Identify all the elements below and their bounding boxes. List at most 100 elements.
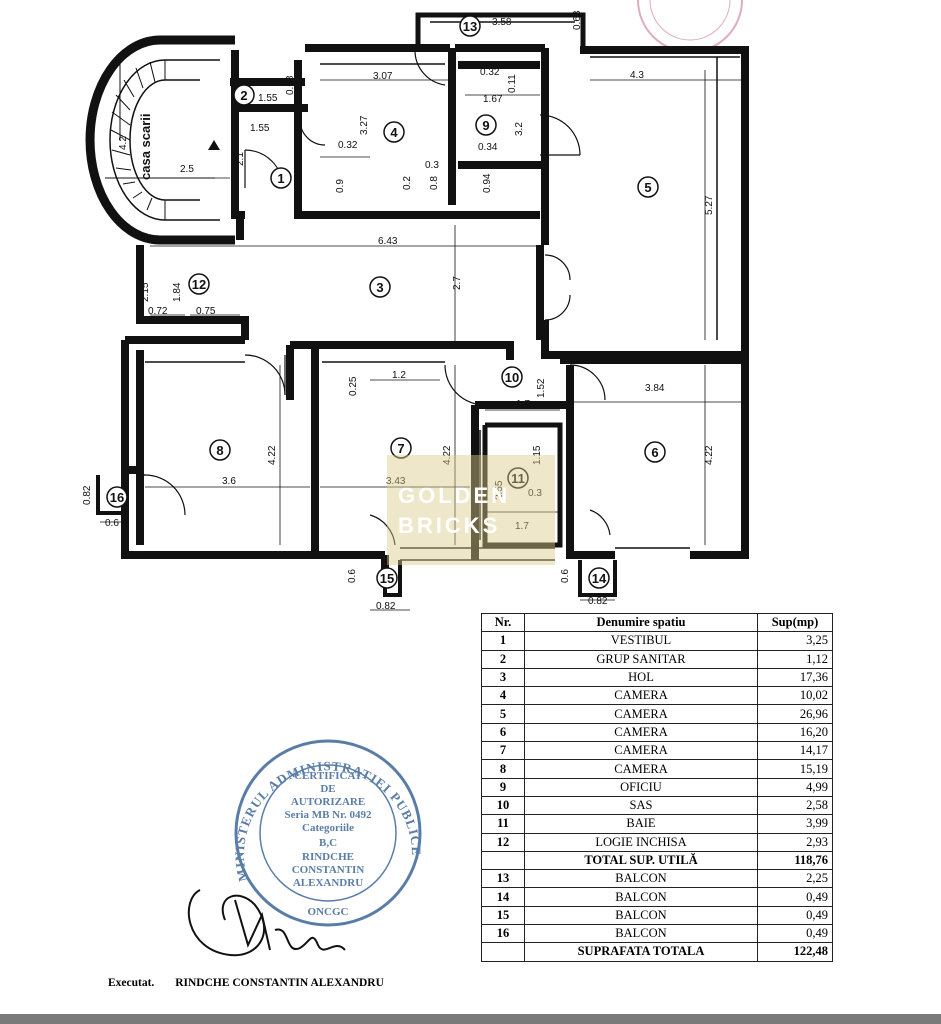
dim-label: 0.3	[528, 488, 542, 499]
dim-label: 0.8	[429, 176, 440, 190]
executed-by: Executat. RINDCHE CONSTANTIN ALEXANDRU	[108, 977, 402, 989]
dim-label: 0.25	[348, 376, 359, 396]
cell-name: TOTAL SUP. UTILĂ	[524, 850, 758, 871]
cell-name: BAIE	[524, 814, 758, 834]
dim-label: 1.84	[172, 282, 183, 302]
watermark-line-2: BRICKS	[398, 513, 500, 538]
cell-name: LOGIE INCHISA	[524, 832, 758, 852]
room-number: 8	[216, 443, 223, 458]
cell-name: CAMERA	[524, 759, 758, 779]
dim-label: 1.2	[392, 370, 406, 381]
dimension-labels: 3.58 0.63 1.55 0.68 3.07 0.32 0.11 4.3 1…	[82, 10, 715, 612]
dim-label: 2.55	[494, 480, 505, 500]
cell-name: GRUP SANITAR	[524, 649, 758, 669]
dim-label: 0.82	[82, 485, 93, 505]
room-number: 7	[397, 441, 404, 456]
cell-name: SUPRAFATA TOTALA	[524, 942, 758, 962]
dim-label: 4.3	[630, 70, 644, 81]
cell-nr: 8	[481, 759, 525, 779]
cell-nr: 3	[481, 667, 525, 688]
dim-label: 1.7	[515, 521, 529, 532]
cell-sup: 0,49	[757, 924, 833, 944]
cell-sup: 17,36	[757, 667, 833, 688]
dim-label: 0.75	[196, 306, 216, 317]
cell-nr: 12	[481, 832, 525, 852]
stamp-bottom-text: ONCGC	[308, 906, 349, 918]
dim-label: 4.22	[704, 445, 715, 465]
cell-nr: 16	[481, 924, 525, 944]
dim-label: 0.32	[338, 140, 358, 151]
cell-name: BALCON	[524, 924, 758, 944]
cell-sup: 1,12	[757, 649, 833, 669]
executed-name: RINDCHE CONSTANTIN ALEXANDRU	[175, 977, 384, 989]
room-number-labels: 1 2 3 4 5 6 7 8 9 10 11 12 13 14 15 16	[110, 19, 659, 586]
cell-sup: 2,93	[757, 832, 833, 852]
header-name: Denumire spatiu	[524, 612, 758, 633]
stamp-line: B,C	[319, 837, 337, 849]
stamp-line: RINDCHE	[302, 851, 354, 863]
dim-label: 3.58	[492, 17, 512, 28]
dim-label: 3.6	[222, 476, 236, 487]
cell-sup: 14,17	[757, 741, 833, 761]
cell-name: BALCON	[524, 869, 758, 889]
cell-nr	[481, 942, 525, 962]
room-number: 14	[592, 571, 607, 586]
cell-sup: 122,48	[757, 942, 833, 962]
room-number: 16	[110, 490, 124, 505]
dim-label: 0.9	[335, 179, 346, 193]
cell-nr: 10	[481, 795, 525, 816]
room-number: 2	[240, 88, 247, 103]
executed-label: Executat.	[108, 977, 155, 989]
stair-label: casa scarii	[138, 113, 153, 180]
dim-label: 1.52	[536, 378, 547, 398]
cell-nr: 9	[481, 777, 525, 797]
room-number: 13	[463, 19, 477, 34]
room-number: 11	[511, 471, 525, 486]
stamp-line: Seria MB Nr. 0492	[285, 809, 372, 821]
dim-label: 0.3	[425, 160, 439, 171]
room-number: 9	[482, 118, 489, 133]
corner-stamp-logo	[637, 0, 743, 53]
dim-label: 1.7	[516, 399, 530, 410]
stamp-line: ALEXANDRU	[293, 877, 363, 889]
authorization-stamp: MINISTERUL ADMINISTRATIEI PUBLICE CERTIF…	[232, 739, 423, 927]
room-number: 5	[644, 180, 651, 195]
cell-name: OFICIU	[524, 777, 758, 797]
cell-sup: 2,25	[757, 869, 833, 889]
dim-label: 3.84	[645, 383, 665, 394]
cell-name: CAMERA	[524, 741, 758, 761]
cell-sup: 16,20	[757, 722, 833, 743]
header-nr: Nr.	[481, 612, 525, 633]
cell-name: VESTIBUL	[524, 631, 758, 651]
room-number: 15	[380, 571, 394, 586]
cell-name: CAMERA	[524, 686, 758, 706]
dim-label: 1.15	[532, 445, 543, 465]
cell-name: SAS	[524, 795, 758, 816]
cell-nr: 14	[481, 887, 525, 907]
cell-sup: 0,49	[757, 887, 833, 907]
dim-label: 3.07	[373, 71, 393, 82]
dim-label: 1.67	[483, 94, 503, 105]
cell-nr: 6	[481, 722, 525, 743]
room-number: 4	[390, 125, 398, 140]
dim-label: 6.43	[378, 236, 398, 247]
stamp-line: CONSTANTIN	[292, 864, 365, 876]
dim-label: 2.1	[235, 152, 246, 166]
cell-name: BALCON	[524, 887, 758, 907]
cell-name: CAMERA	[524, 722, 758, 743]
cell-name: HOL	[524, 667, 758, 688]
